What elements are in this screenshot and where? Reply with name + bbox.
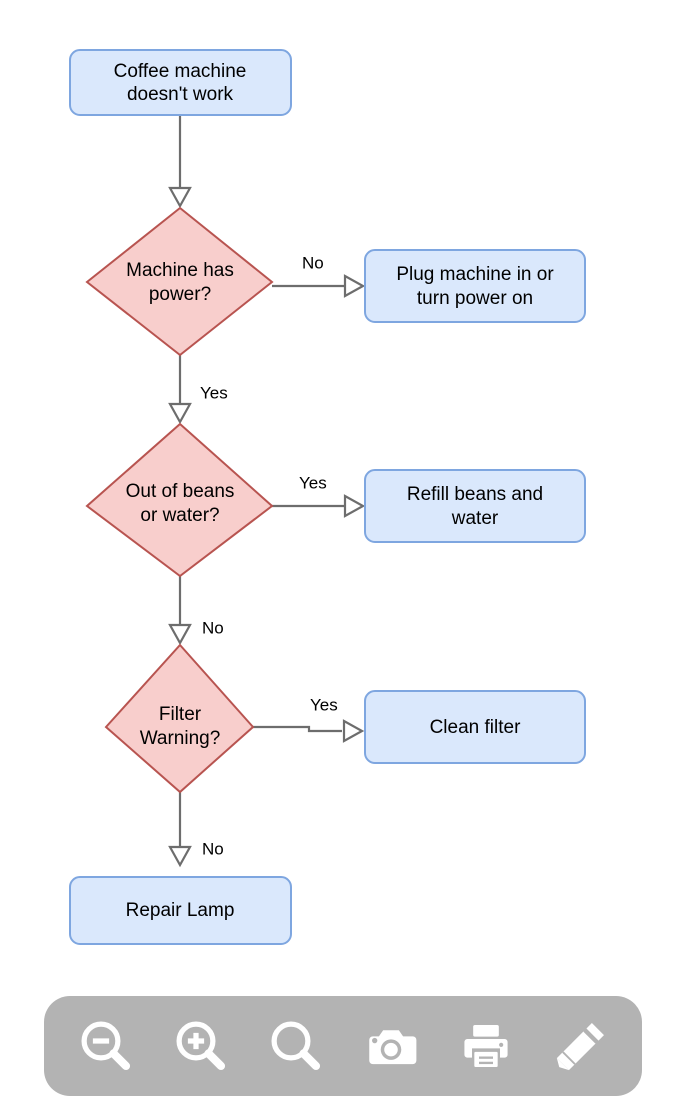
zoom-in-button[interactable]: [164, 1009, 238, 1083]
edge-power-to-supply: Yes: [168, 355, 228, 425]
arrow-head: [168, 845, 192, 868]
node-shape[interactable]: [364, 249, 586, 323]
edge-label-yes: Yes: [310, 695, 338, 714]
node-label-line1: Coffee machine: [114, 61, 247, 82]
node-label-line2: doesn't work: [127, 84, 234, 105]
edge-label-yes: Yes: [299, 473, 327, 492]
arrow-head: [168, 402, 192, 425]
flowchart-canvas: No Yes Yes No Yes No: [69, 49, 586, 945]
node-shape[interactable]: [104, 643, 255, 794]
node-shape[interactable]: [85, 422, 274, 578]
node-refill-beans-and-water[interactable]: Refill beans and water: [364, 469, 586, 543]
print-button[interactable]: [449, 1009, 523, 1083]
node-label-line1: Machine has: [126, 260, 234, 281]
node-label-line2: power?: [149, 284, 211, 305]
node-label-line1: Out of beans: [126, 481, 235, 502]
zoom-in-icon: [176, 1021, 225, 1071]
node-label-line1: Refill beans and: [407, 484, 543, 505]
node-label-line1: Filter: [159, 704, 202, 725]
node-label-line2: or water?: [140, 505, 219, 526]
node-label-line2: turn power on: [417, 288, 533, 309]
edge-supply-to-filter: No: [168, 576, 224, 646]
node-label-line2: Warning?: [140, 728, 221, 749]
node-shape[interactable]: [85, 206, 274, 357]
snapshot-button[interactable]: [354, 1009, 428, 1083]
node-machine-has-power[interactable]: Machine has power?: [85, 206, 274, 357]
edge-filter-to-repair: No: [168, 792, 224, 868]
node-shape[interactable]: [69, 876, 292, 945]
node-coffee-machine-doesnt-work[interactable]: Coffee machine doesn't work: [69, 49, 292, 116]
zoom-out-button[interactable]: [69, 1009, 143, 1083]
edge-label-no: No: [202, 618, 224, 637]
pencil-icon: [556, 1023, 604, 1071]
edge-label-no: No: [302, 253, 324, 272]
zoom-out-icon: [81, 1021, 130, 1071]
bottom-toolbar: [44, 996, 642, 1096]
edge-label-no: No: [202, 839, 224, 858]
arrow-head: [168, 186, 192, 209]
arrow-head: [168, 623, 192, 646]
camera-icon: [368, 1030, 416, 1065]
edge-filter-to-clean: Yes: [253, 695, 365, 743]
node-shape[interactable]: [364, 690, 586, 764]
node-filter-warning[interactable]: Filter Warning?: [104, 643, 255, 794]
printer-icon: [463, 1025, 508, 1067]
search-icon: [271, 1021, 320, 1071]
node-out-of-beans-or-water[interactable]: Out of beans or water?: [85, 422, 274, 578]
arrow-head: [343, 274, 366, 298]
edge-label-yes: Yes: [200, 383, 228, 402]
arrow-head: [343, 494, 366, 518]
node-shape[interactable]: [364, 469, 586, 543]
node-clean-filter[interactable]: Clean filter: [364, 690, 586, 764]
node-label-line1: Clean filter: [430, 717, 521, 738]
node-label-line2: water: [451, 508, 499, 529]
edge-line: [253, 725, 342, 733]
edit-button[interactable]: [544, 1009, 618, 1083]
edge-start-to-power: [168, 115, 192, 209]
node-label-line1: Repair Lamp: [126, 900, 235, 921]
node-repair-lamp[interactable]: Repair Lamp: [69, 876, 292, 945]
edge-supply-to-refill: Yes: [272, 473, 366, 518]
reset-zoom-button[interactable]: [259, 1009, 333, 1083]
arrow-head: [342, 719, 365, 743]
edge-power-to-plugin: No: [272, 253, 366, 298]
node-plug-machine-in-or-turn-power-on[interactable]: Plug machine in or turn power on: [364, 249, 586, 323]
node-shape[interactable]: [69, 49, 292, 116]
node-label-line1: Plug machine in or: [396, 264, 554, 285]
